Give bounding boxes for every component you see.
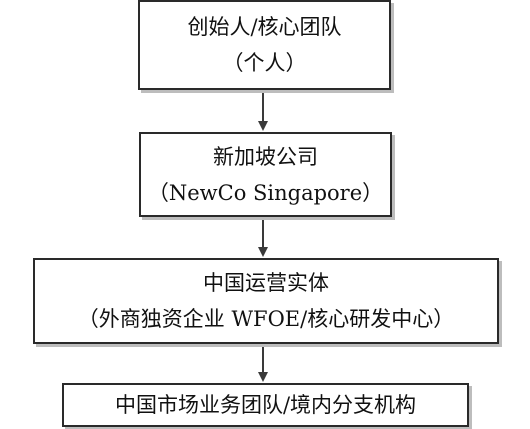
node-founders-title: 创始人/核心团队	[187, 15, 342, 39]
node-founders-subtitle: （个人）	[222, 51, 307, 75]
node-china-market: 中国市场业务团队/境内分支机构	[62, 383, 469, 427]
node-newco-title: 新加坡公司	[213, 144, 318, 169]
node-china-ops-subtitle: （外商独资企业 WFOE/核心研发中心）	[77, 307, 455, 331]
node-newco: 新加坡公司 （NewCo Singapore）	[139, 132, 392, 217]
node-newco-subtitle: （NewCo Singapore）	[147, 180, 384, 205]
node-china-market-title: 中国市场业务团队/境内分支机构	[114, 393, 417, 417]
node-founders: 创始人/核心团队 （个人）	[138, 0, 391, 90]
node-china-ops: 中国运营实体 （外商独资企业 WFOE/核心研发中心）	[33, 258, 499, 344]
node-china-ops-title: 中国运营实体	[203, 271, 329, 295]
